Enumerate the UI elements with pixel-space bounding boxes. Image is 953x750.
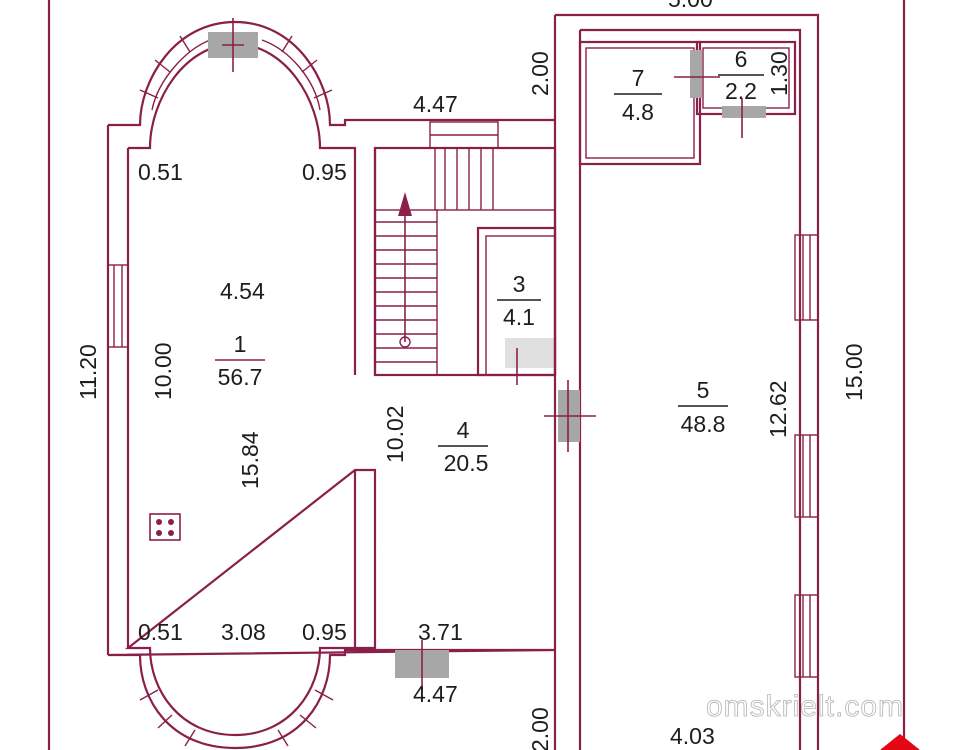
dim-bottom-right: 4.03 — [670, 723, 715, 749]
bay-window-top — [139, 35, 333, 111]
svg-text:2.2: 2.2 — [725, 78, 757, 104]
outer-frame — [47, 0, 906, 750]
svg-text:1: 1 — [234, 331, 247, 357]
svg-text:4.1: 4.1 — [503, 304, 535, 330]
dim-room1-length: 15.84 — [237, 431, 263, 489]
dim-room1-top-right: 0.95 — [302, 159, 347, 185]
svg-text:4.8: 4.8 — [622, 99, 654, 125]
dim-room1-bottom-right: 0.95 — [302, 619, 347, 645]
svg-text:56.7: 56.7 — [218, 364, 263, 390]
svg-text:5: 5 — [697, 377, 710, 403]
svg-text:7: 7 — [632, 65, 645, 91]
svg-text:20.5: 20.5 — [444, 450, 489, 476]
dim-outer-left-height: 11.20 — [75, 344, 101, 400]
room7-wall — [578, 40, 702, 166]
svg-text:4: 4 — [457, 417, 470, 443]
watermark: omskrielt.com — [706, 690, 904, 723]
bay-window-bottom — [139, 689, 334, 747]
svg-text:6: 6 — [735, 46, 748, 72]
dim-room1-bottom-left: 0.51 — [138, 619, 183, 645]
door-room7 — [690, 50, 702, 98]
room-label-3: 3 4.1 — [497, 271, 541, 330]
room7-inner — [585, 47, 695, 159]
room-label-5: 5 48.8 — [678, 377, 728, 437]
dim-hall-bottom: 3.71 — [418, 619, 463, 645]
svg-text:3: 3 — [513, 271, 526, 297]
stair-arrow-icon — [398, 192, 412, 216]
room-label-1: 1 56.7 — [215, 331, 265, 390]
logo-mark — [880, 734, 920, 750]
dim-top-left-gap: 2.00 — [527, 51, 553, 96]
dim-corridor-bottom: 4.47 — [413, 681, 458, 707]
room-label-4: 4 20.5 — [438, 417, 488, 476]
dim-hall-height: 10.02 — [382, 405, 408, 463]
room-label-7: 7 4.8 — [614, 65, 662, 125]
staircase — [373, 121, 557, 377]
room1-outer-wall — [107, 20, 556, 750]
dim-bottom-gap: 2.00 — [527, 707, 553, 750]
room5-windows — [794, 234, 819, 678]
svg-text:48.8: 48.8 — [681, 411, 726, 437]
room-label-6: 6 2.2 — [718, 46, 764, 104]
dim-outer-right-height: 15.00 — [841, 343, 867, 401]
dim-top-right-width: 5.00 — [668, 0, 713, 12]
door-room3 — [505, 338, 555, 368]
room1-window-left — [107, 264, 129, 348]
dim-room5-height: 12.62 — [765, 380, 791, 438]
dim-room1-bottom-mid: 3.08 — [221, 619, 266, 645]
dim-corridor-top: 4.47 — [413, 91, 458, 117]
door-room6 — [722, 106, 766, 118]
dim-room1-width: 4.54 — [220, 278, 265, 304]
dim-room6-side: 1.30 — [766, 51, 792, 96]
vent-icon — [149, 513, 181, 541]
dim-room1-top-left: 0.51 — [138, 159, 183, 185]
dim-room1-inner-height: 10.00 — [150, 342, 176, 400]
